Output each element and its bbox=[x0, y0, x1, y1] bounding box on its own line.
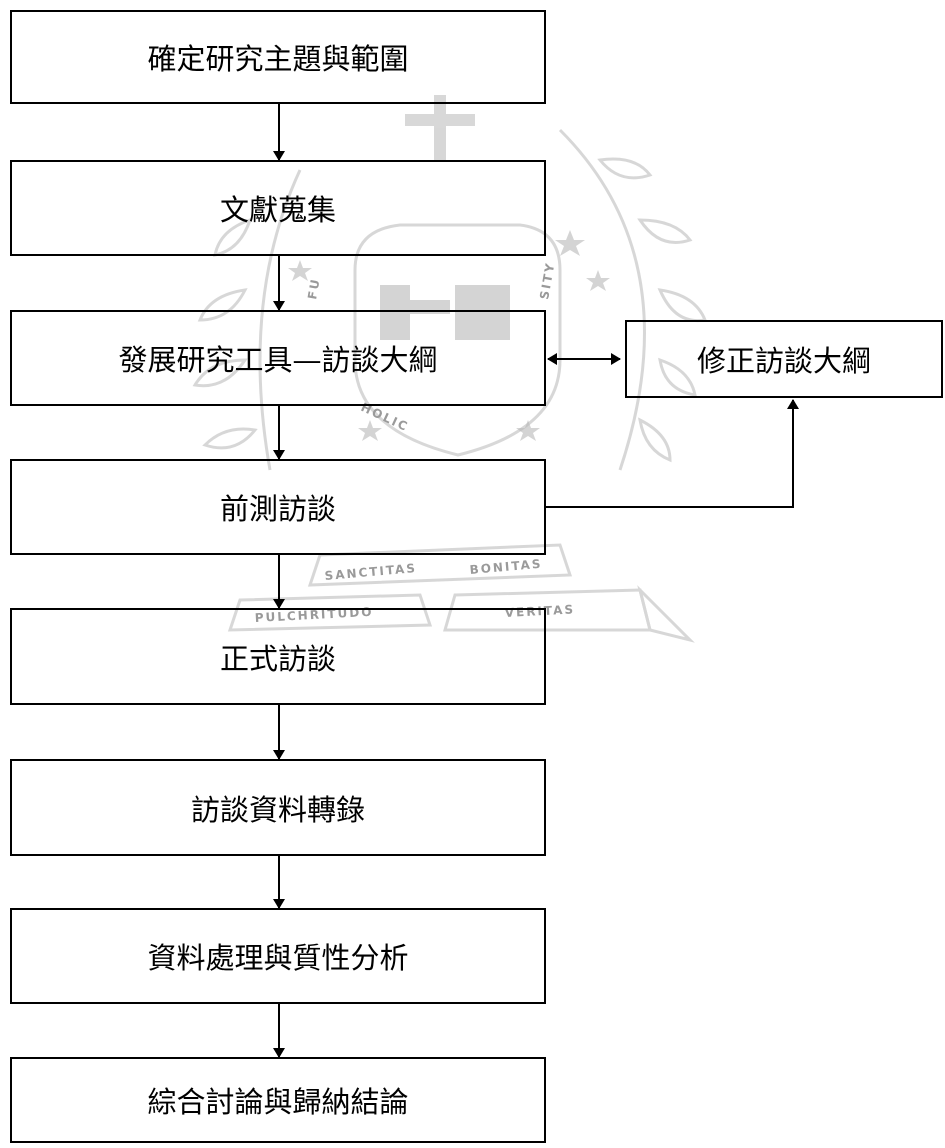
svg-text:FU: FU bbox=[305, 276, 323, 300]
step-discussion-conclusion: 綜合討論與歸納結論 bbox=[10, 1057, 546, 1143]
step-define-topic-label: 確定研究主題與範圍 bbox=[147, 42, 409, 76]
svg-text:SANCTITAS: SANCTITAS bbox=[324, 561, 417, 583]
svg-text:SITY: SITY bbox=[537, 261, 557, 301]
step-qualitative-analysis: 資料處理與質性分析 bbox=[10, 908, 546, 1004]
step-literature-collection-label: 文獻蒐集 bbox=[219, 193, 336, 227]
step-qualitative-analysis-label: 資料處理與質性分析 bbox=[147, 941, 409, 975]
step-formal-interview: 正式訪談 bbox=[10, 608, 546, 705]
arrow-pretest-to-revise bbox=[546, 399, 799, 508]
step-discussion-conclusion-label: 綜合討論與歸納結論 bbox=[147, 1085, 409, 1119]
step-revise-interview-guide: 修正訪談大綱 bbox=[625, 320, 943, 398]
step-pretest-interview-label: 前測訪談 bbox=[219, 492, 336, 526]
step-literature-collection: 文獻蒐集 bbox=[10, 160, 546, 256]
step-formal-interview-label: 正式訪談 bbox=[219, 641, 336, 676]
step-transcription: 訪談資料轉錄 bbox=[10, 759, 546, 856]
step-define-topic: 確定研究主題與範圍 bbox=[10, 10, 546, 104]
step-revise-interview-guide-label: 修正訪談大綱 bbox=[696, 344, 871, 378]
step-transcription-label: 訪談資料轉錄 bbox=[190, 792, 365, 827]
svg-text:BONITAS: BONITAS bbox=[469, 557, 543, 577]
step-develop-interview-guide: 發展研究工具—訪談大綱 bbox=[10, 310, 546, 406]
step-pretest-interview: 前測訪談 bbox=[10, 459, 546, 555]
step-develop-interview-guide-label: 發展研究工具—訪談大綱 bbox=[118, 343, 438, 377]
